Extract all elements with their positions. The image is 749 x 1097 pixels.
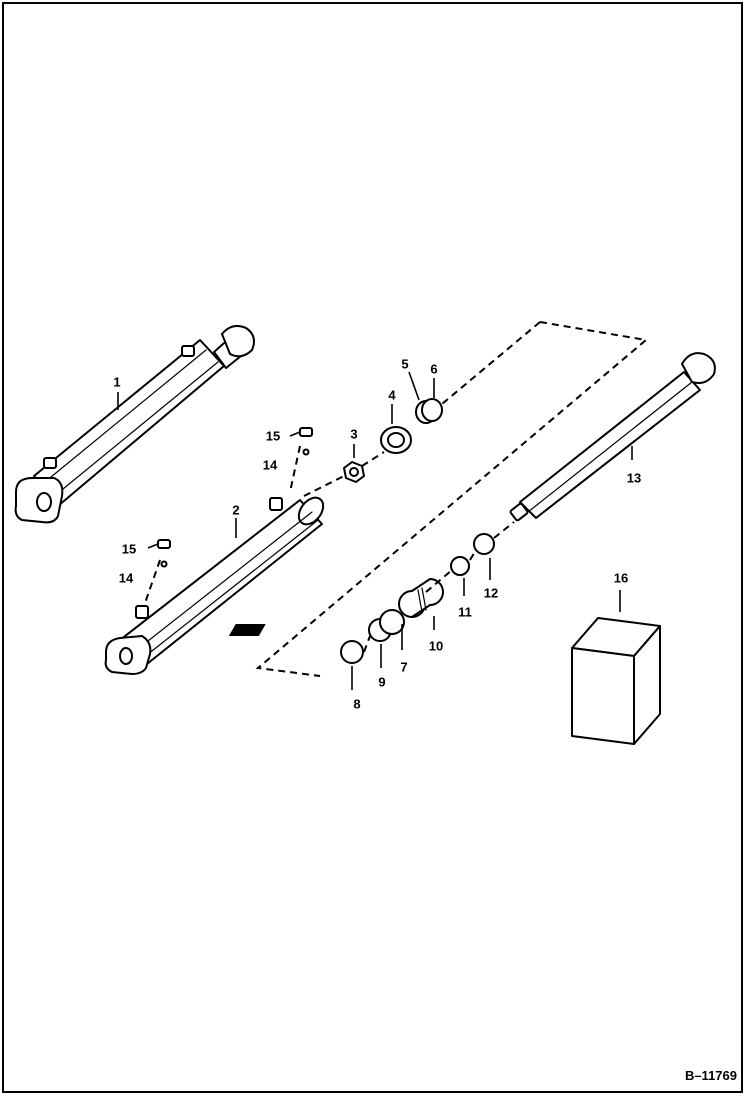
callout-8: 8 — [353, 696, 361, 712]
callout-5: 5 — [401, 356, 409, 372]
callout-9: 9 — [378, 674, 386, 690]
cylinder-rod-13 — [509, 352, 716, 522]
callout-1: 1 — [113, 374, 121, 390]
seal-kit-16 — [228, 617, 661, 745]
nut-3 — [343, 461, 365, 483]
callout-14-lower: 14 — [118, 570, 134, 586]
leader-lines — [117, 371, 633, 690]
fittings-14-15 — [157, 427, 313, 568]
callout-13: 13 — [626, 470, 642, 486]
head-10 — [398, 578, 444, 618]
callout-12: 12 — [483, 585, 499, 601]
callout-2: 2 — [232, 502, 240, 518]
callout-16: 16 — [613, 570, 629, 586]
explode-boundary — [255, 321, 649, 677]
piston-4 — [380, 426, 412, 454]
callout-15-lower: 15 — [121, 541, 137, 557]
callout-11: 11 — [458, 604, 472, 620]
callout-7: 7 — [400, 659, 408, 675]
figure-number: B–11769 — [684, 1068, 737, 1083]
cylinder-barrel-2 — [104, 496, 325, 675]
callout-6: 6 — [430, 361, 438, 377]
cylinder-assembly-1 — [14, 325, 255, 524]
seal-11 — [450, 556, 470, 576]
callout-14-upper: 14 — [262, 457, 278, 473]
wiper-12 — [473, 533, 495, 555]
wear-ring-8 — [340, 640, 364, 664]
callout-15-upper: 15 — [265, 428, 281, 444]
callout-10: 10 — [428, 638, 444, 654]
callout-3: 3 — [350, 426, 358, 442]
callout-4: 4 — [388, 387, 396, 403]
backup-ring-9-seal-7 — [368, 609, 405, 642]
seal-5-ring-6 — [415, 398, 443, 424]
